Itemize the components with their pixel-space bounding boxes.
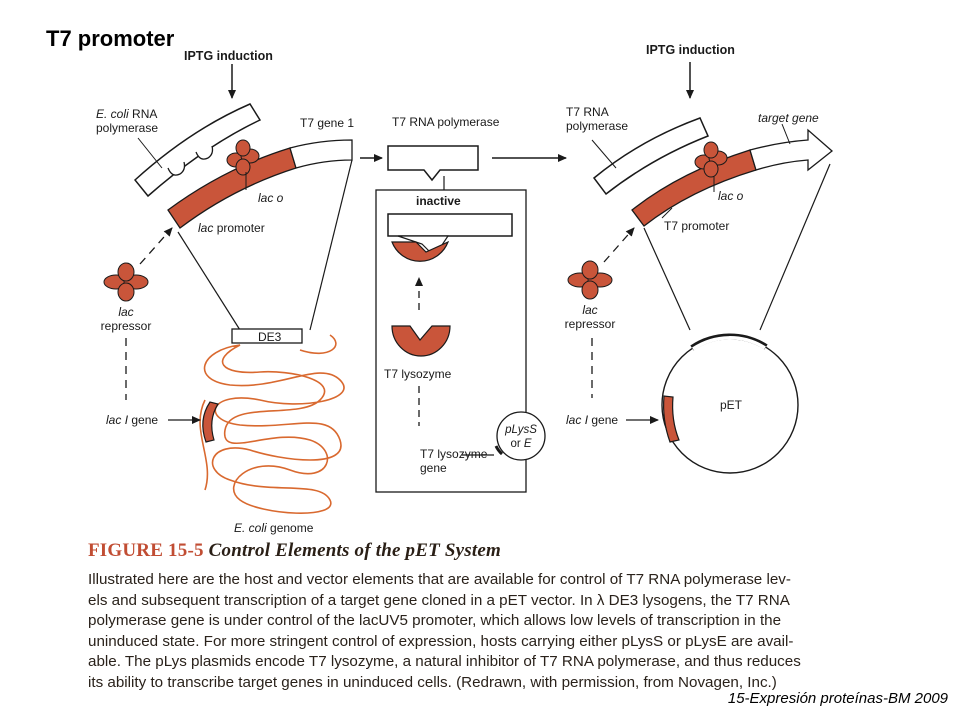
figure-number: FIGURE 15-5 [88,540,204,561]
target-gene-label: target gene [758,111,819,125]
lac-repressor-free-right [567,260,613,300]
caption-line: polymerase gene is under control of the … [88,612,782,629]
caption-line: Illustrated here are the host and vector… [88,571,791,588]
t7-promoter-right-label: T7 promoter [664,219,729,233]
t7-gene1-segment [289,139,353,169]
iptg-induction-right-label: IPTG induction [646,43,735,57]
t7-rnap-right-shape [592,117,710,196]
ecoli-genome-tangle [203,344,345,514]
ecoli-genome-label: E. coli genome [234,521,314,535]
lysozyme-bound [391,240,450,262]
iptg-induction-left-label: IPTG induction [184,49,273,63]
footer-credit: 15-Expresión proteínas-BM 2009 [727,690,948,707]
t7-lysozyme-label: T7 lysozyme [384,367,452,381]
t7-rna-polymerase-free [387,145,479,182]
de3-box [231,328,303,344]
de3-label: DE3 [258,330,282,344]
target-gene-arrow [749,128,834,172]
slide-title: T7 promoter [46,26,175,51]
t7-gene1-label: T7 gene 1 [300,116,354,130]
lac-promoter-label: lac promoter [198,221,265,235]
caption-line: els and subsequent transcription of a ta… [88,591,790,609]
figure-caption: Illustrated here are the host and vector… [88,570,850,693]
lac-i-gene-left-label: lac I gene [106,413,158,427]
figure-heading: FIGURE 15-5 Control Elements of the pET … [88,540,501,562]
t7-rnap-center-label: T7 RNA polymerase [392,115,500,129]
lac-repressor-bound-right [694,141,728,178]
t7-rnap-inactive [387,213,513,237]
caption-line: uninduced state. For more stringent cont… [88,632,794,650]
lac-o-right-label: lac o [718,189,744,203]
lac-i-gene-right [663,395,680,443]
center-panel [360,145,567,493]
figure-title: Control Elements of the pET System [208,540,501,561]
lac-repressor-free-left [103,262,149,302]
lac-o-left-label: lac o [258,191,284,205]
caption-line: able. The pLys plasmids encode T7 lysozy… [88,653,801,670]
t7-lysozyme-free [391,325,451,357]
pet-label: pET [720,398,743,412]
lac-i-gene-left [202,401,219,443]
plys-plasmid [496,411,546,461]
right-panel [567,62,834,474]
lac-i-gene-right-label: lac I gene [566,413,618,427]
inactive-label: inactive [416,194,461,208]
caption-line: its ability to transcribe target genes i… [88,673,777,691]
left-panel [103,64,353,514]
lac-repressor-bound-left [226,139,260,176]
